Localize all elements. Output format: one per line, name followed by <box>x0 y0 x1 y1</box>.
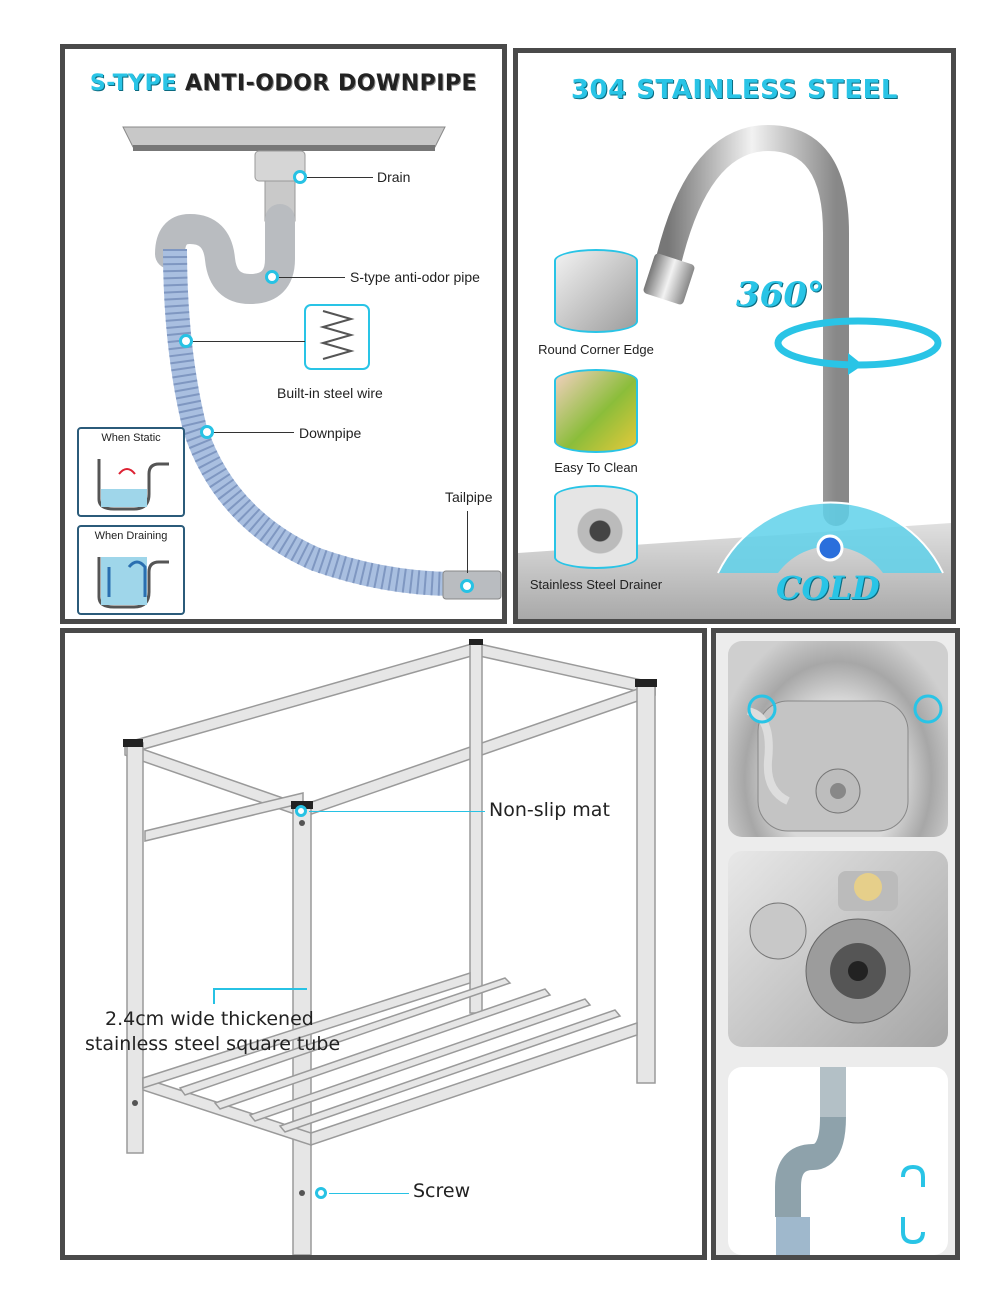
static-caption: When Static <box>101 432 161 444</box>
stand-frame-illustration <box>123 639 657 1255</box>
faucet-spout <box>655 124 849 526</box>
drainer-thumb <box>554 485 638 569</box>
easy-clean-thumb <box>554 369 638 453</box>
easy-clean-caption: Easy To Clean <box>554 460 638 475</box>
s-pipe-label: S-type anti-odor pipe <box>350 269 480 285</box>
tailpipe-label: Tailpipe <box>445 489 493 505</box>
sink-detail-panel <box>711 628 960 1260</box>
drain-marker <box>293 170 307 184</box>
stainless-steel-panel: 304 STAINLESS STEEL 360° COLD Round Corn… <box>513 48 956 624</box>
tailpipe-marker <box>460 579 474 593</box>
title-main: ANTI-ODOR DOWNPIPE <box>184 71 478 96</box>
post-front-right <box>636 682 656 1084</box>
draining-caption: When Draining <box>94 530 168 542</box>
draining-inset: When Draining <box>77 525 185 615</box>
static-trap-icon <box>97 459 169 511</box>
screw-label: Screw <box>413 1180 471 1202</box>
sink-basin <box>122 126 446 148</box>
drainer-caption: Stainless Steel Drainer <box>529 577 663 592</box>
downpipe-marker <box>200 425 214 439</box>
cold-label: COLD <box>776 569 880 607</box>
frame-stand-panel: Non-slip mat 2.4cm wide thickened stainl… <box>60 628 707 1260</box>
title-accent: S-TYPE <box>89 71 177 96</box>
s-type-downpipe-panel: S-TYPE ANTI-ODOR DOWNPIPE Drain S-type a… <box>60 44 507 624</box>
s-trap <box>155 204 295 305</box>
downpipe-label: Downpipe <box>299 425 362 441</box>
post-back-right <box>469 642 483 1014</box>
rotation-arrow <box>774 317 942 369</box>
corrugated-downpipe <box>163 248 456 596</box>
steel-wire-marker <box>179 334 193 348</box>
drain-label: Drain <box>377 169 411 185</box>
steel-wire-inset <box>304 304 370 370</box>
rotation-label: 360° <box>736 275 824 315</box>
s-trap-photo <box>728 1067 948 1255</box>
round-corner-thumb <box>554 249 638 333</box>
round-corner-caption: Round Corner Edge <box>538 342 654 357</box>
panel-title: S-TYPE ANTI-ODOR DOWNPIPE <box>65 71 502 96</box>
handle-knob <box>816 534 844 562</box>
draining-trap-icon <box>97 557 169 609</box>
screw-marker <box>315 1187 327 1199</box>
tube-label-line2: stainless steel square tube <box>85 1033 341 1055</box>
static-inset: When Static <box>77 427 185 517</box>
tube-label-line1: 2.4cm wide thickened <box>105 1008 314 1030</box>
panel-title: 304 STAINLESS STEEL <box>570 75 899 105</box>
s-pipe-marker <box>265 270 279 284</box>
sink-basin-photo <box>728 641 948 837</box>
steel-wire-label: Built-in steel wire <box>277 385 383 401</box>
non-slip-mat-marker <box>295 805 307 817</box>
post-back-left <box>126 742 144 1154</box>
drain-basket-photo <box>728 851 948 1047</box>
non-slip-mat-label: Non-slip mat <box>489 799 610 821</box>
